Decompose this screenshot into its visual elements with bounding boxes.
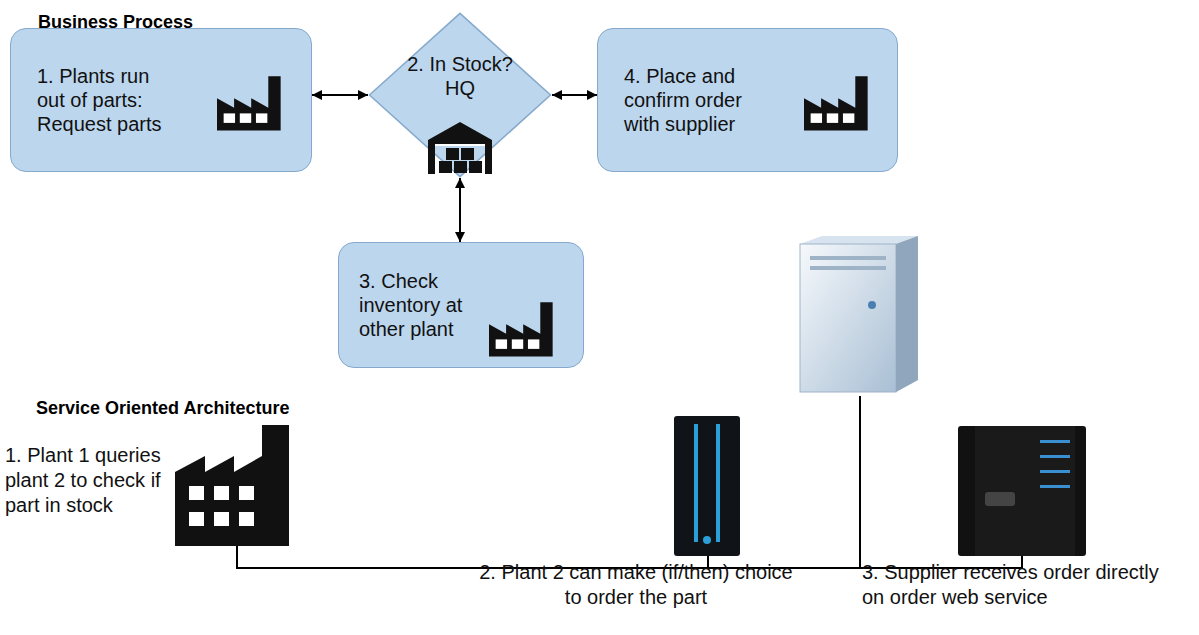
factory-icon — [217, 73, 293, 131]
caption-text: 1. Plant 1 queries plant 2 to check if p… — [5, 443, 165, 518]
factory-icon — [804, 73, 880, 131]
double-arrow — [459, 178, 461, 242]
decision-diamond: 2. In Stock? HQ — [368, 12, 552, 178]
warehouse-icon — [428, 122, 492, 174]
node-text: 1. Plants run out of parts: Request part… — [37, 64, 179, 136]
process-box: 4. Place and confirm order with supplier — [597, 28, 898, 172]
section-heading: Service Oriented Architecture — [36, 398, 289, 419]
caption-text: 3. Supplier receives order directly on o… — [862, 560, 1162, 610]
factory-icon — [489, 299, 565, 357]
process-box: 1. Plants run out of parts: Request part… — [10, 28, 312, 172]
node-text: 4. Place and confirm order with supplier — [624, 64, 766, 136]
double-arrow — [552, 94, 597, 96]
double-arrow — [312, 94, 368, 96]
node-text: 3. Check inventory at other plant — [359, 269, 485, 341]
caption-text: 2. Plant 2 can make (if/then) choice to … — [478, 560, 794, 610]
node-text: 2. In Stock? HQ — [398, 52, 522, 100]
process-box: 3. Check inventory at other plant — [338, 242, 584, 368]
